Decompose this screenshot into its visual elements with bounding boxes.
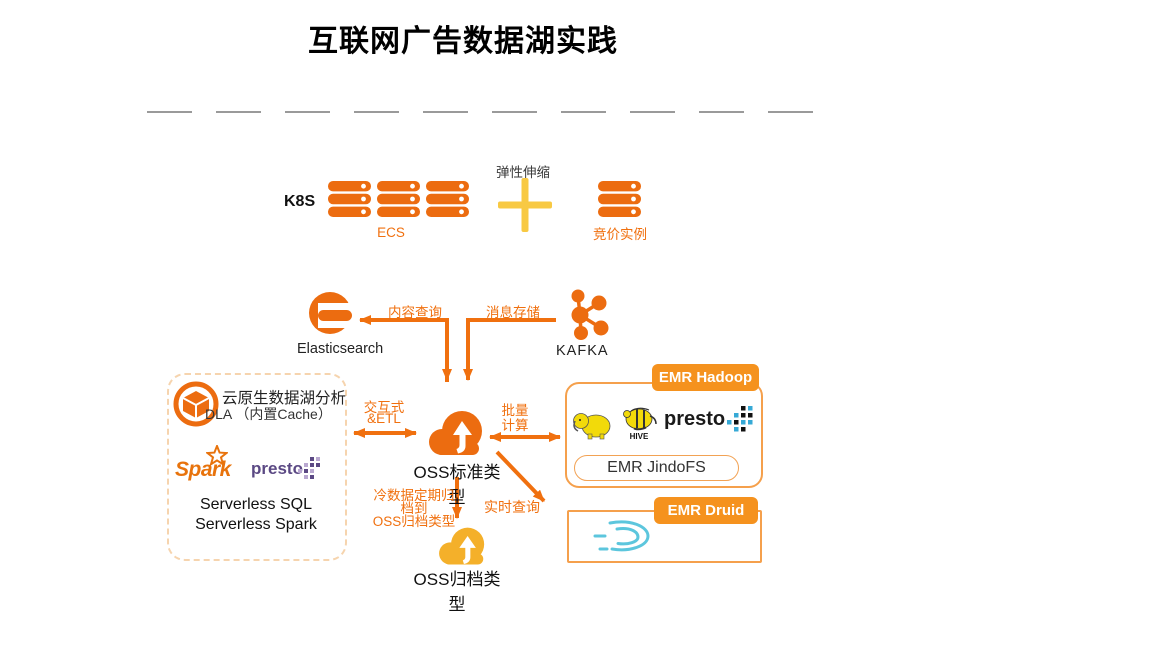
elasticsearch-label: Elasticsearch (297, 341, 384, 357)
presto-dark-logo: presto (664, 408, 726, 430)
interactive-etl-label-line1: 交互式 (363, 400, 405, 415)
emr-hadoop-tab: EMR Hadoop (652, 364, 759, 391)
emr-druid-tab: EMR Druid (654, 497, 758, 524)
spot-instances-label: 竞价实例 (593, 227, 647, 242)
dla-subtitle: DLA （内置Cache） (205, 406, 332, 422)
presto-logo: presto (251, 459, 303, 478)
serverless-spark-label: Serverless Spark (195, 516, 317, 533)
batch-compute-label-line2: 计算 (501, 418, 529, 433)
dla-panel (167, 373, 347, 561)
dla-cube-icon (173, 381, 219, 427)
ecs-label: ECS (377, 225, 405, 240)
content-query-label: 内容查询 (388, 305, 442, 320)
spark-logo: Spark (175, 458, 231, 481)
elastic-scaling-label: 弹性伸缩 (496, 165, 550, 180)
cold-archive-label-line3: OSS归档类型 (372, 514, 456, 529)
realtime-query-label: 实时查询 (484, 499, 540, 515)
edge-realtime-query (495, 450, 546, 503)
druid-icon (593, 520, 650, 552)
presto-dots-icon (298, 457, 320, 479)
ecs-servers-icon (328, 181, 469, 217)
kafka-label: KAFKA (556, 343, 609, 359)
oss-standard-label: OSS标准类型 (413, 463, 501, 507)
oss-archive-label: OSS归档类型 (413, 570, 501, 614)
hive-icon: HIVE (623, 407, 657, 441)
presto-dark-dots-icon (727, 406, 753, 432)
batch-compute-label-line1: 批量 (501, 403, 529, 418)
interactive-etl-label-line2: &ETL (367, 411, 401, 426)
elasticsearch-icon (309, 292, 355, 334)
page-title: 互联网广告数据湖实践 (308, 25, 618, 58)
spark-star-icon (206, 445, 228, 467)
kafka-icon (571, 289, 609, 340)
edge-message-storage (463, 318, 556, 381)
cold-archive-label-line2: 档到 (400, 501, 428, 516)
oss-archive-cloud-icon (439, 527, 485, 565)
spot-instance-server-icon (598, 181, 641, 217)
k8s-label: K8S (284, 193, 316, 210)
dla-title: 云原生数据湖分析 (222, 390, 347, 407)
serverless-sql-label: Serverless SQL (199, 496, 313, 513)
oss-standard-cloud-icon (429, 411, 482, 455)
cold-archive-label-line1: 冷数据定期归 (373, 488, 455, 503)
plus-icon (498, 178, 552, 232)
emr-jindofs-pill: EMR JindoFS (574, 455, 739, 481)
hadoop-elephant-icon (573, 413, 611, 440)
message-storage-label: 消息存储 (486, 305, 540, 320)
hive-label: HIVE (630, 432, 649, 441)
